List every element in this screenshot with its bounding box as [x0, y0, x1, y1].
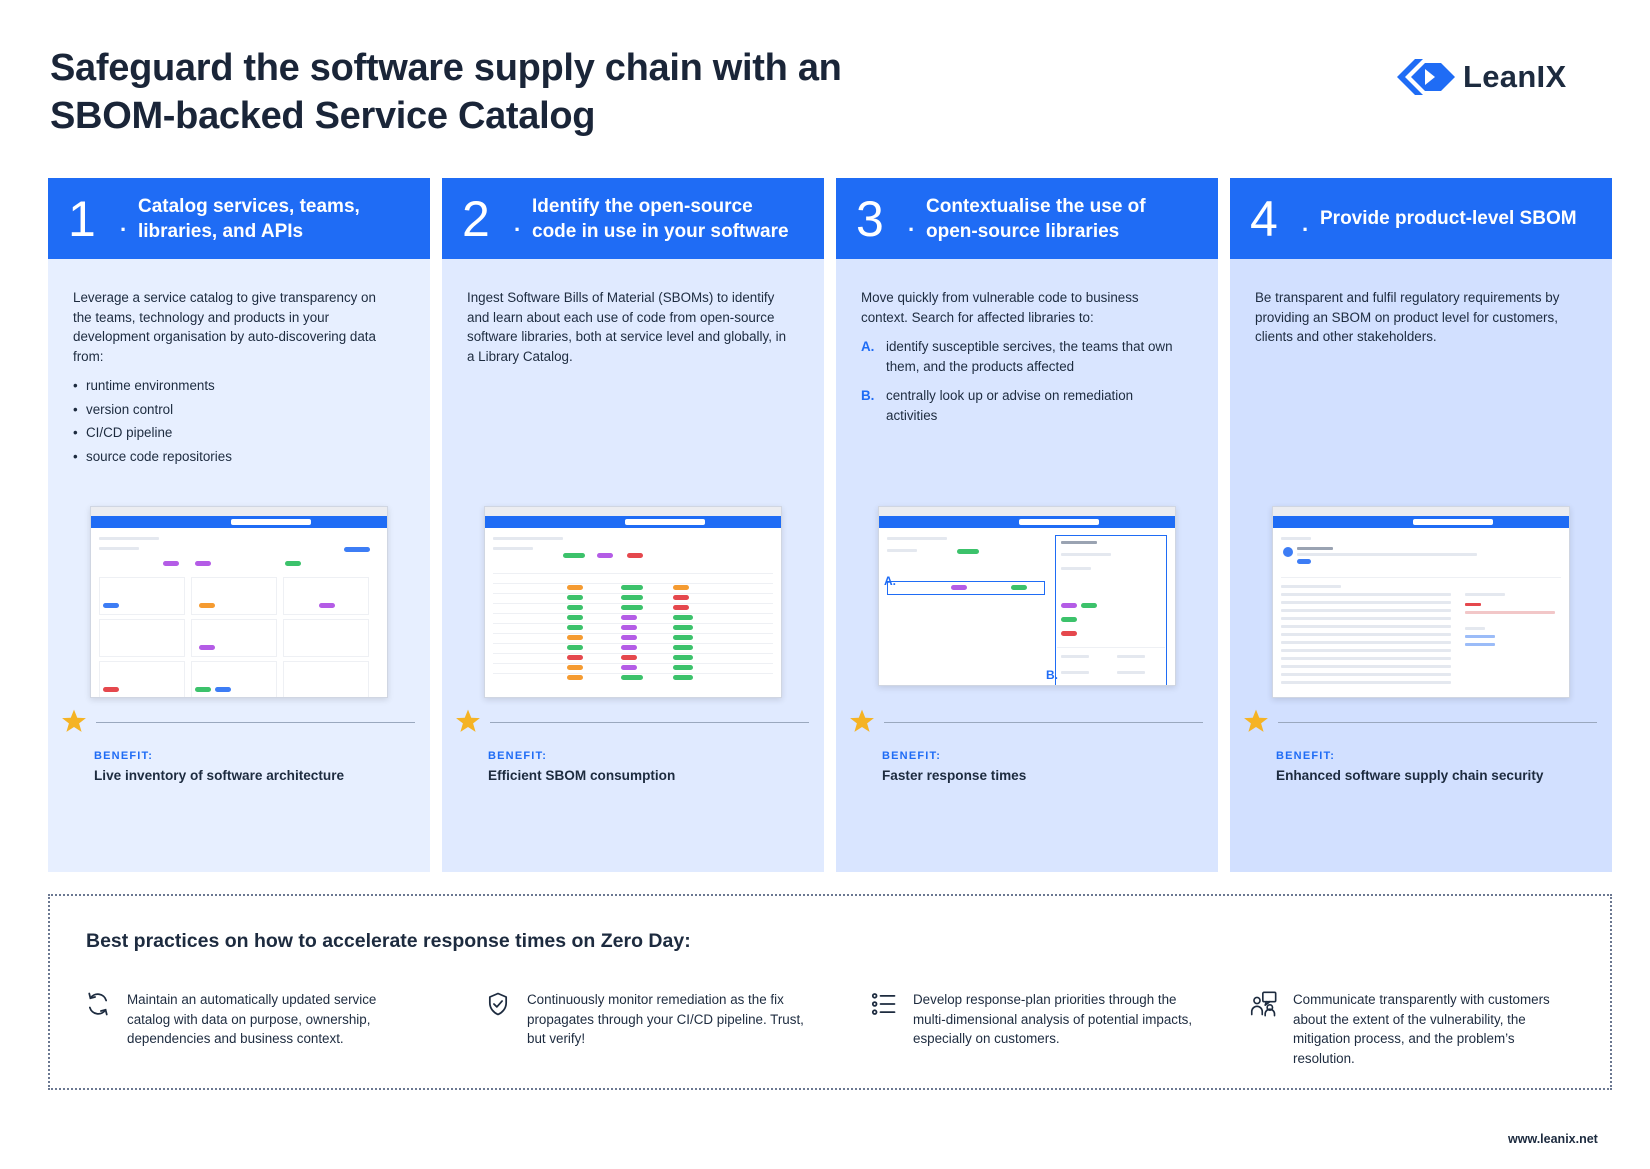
practice-item: Communicate transparently with customers… — [1250, 990, 1570, 1068]
column-header: 1 . Catalog services, teams, libraries, … — [48, 178, 430, 259]
benefit-text: Efficient SBOM consumption — [488, 768, 676, 783]
divider — [1278, 722, 1597, 723]
title-line-2: SBOM-backed Service Catalog — [50, 95, 596, 137]
library-catalog-screenshot — [484, 506, 782, 698]
benefit-text: Enhanced software supply chain security — [1276, 768, 1544, 783]
column-header: 4 . Provide product-level SBOM — [1230, 178, 1612, 259]
step-dot: . — [120, 211, 127, 236]
step-number: 4 — [1250, 190, 1278, 247]
divider — [490, 722, 809, 723]
step-dot: . — [514, 211, 521, 236]
step-number: 2 — [462, 190, 490, 247]
column-catalog: 1 . Catalog services, teams, libraries, … — [48, 178, 430, 872]
product-sbom-screenshot — [1272, 506, 1570, 698]
column-header: 3 . Contextualise the use of open-source… — [836, 178, 1218, 259]
benefit-label: BENEFIT: — [1276, 750, 1336, 762]
best-practices-title: Best practices on how to accelerate resp… — [86, 930, 691, 952]
divider — [96, 722, 415, 723]
column-header: 2 . Identify the open-source code in use… — [442, 178, 824, 259]
step-number: 1 — [68, 190, 96, 247]
source-list: runtime environments version control CI/… — [73, 376, 398, 466]
column-body: Be transparent and fulfil regulatory req… — [1255, 288, 1580, 357]
communication-icon — [1250, 991, 1277, 1017]
practice-item: Develop response-plan priorities through… — [870, 990, 1200, 1049]
practice-item: Maintain an automatically updated servic… — [84, 990, 414, 1049]
column-description: Leverage a service catalog to give trans… — [73, 290, 376, 364]
step-letter: A. — [861, 339, 875, 354]
leanix-logo-icon — [1397, 59, 1455, 95]
practice-text: Continuously monitor remediation as the … — [527, 992, 804, 1046]
refresh-icon — [88, 992, 108, 1016]
step-title: Contextualise the use of open-source lib… — [926, 195, 1146, 242]
column-product-sbom: 4 . Provide product-level SBOM Be transp… — [1230, 178, 1612, 872]
screenshot-label-a: A. — [884, 574, 896, 588]
column-body: Move quickly from vulnerable code to bus… — [861, 288, 1186, 435]
step-title: Provide product-level SBOM — [1320, 208, 1577, 229]
benefit-label: BENEFIT: — [488, 750, 548, 762]
list-item: B. centrally look up or advise on remedi… — [861, 386, 1186, 425]
leanix-logo: LeanIX — [1395, 55, 1595, 99]
star-icon — [62, 709, 86, 732]
step-number: 3 — [856, 190, 884, 247]
service-catalog-screenshot — [90, 506, 388, 698]
star-icon — [850, 709, 874, 732]
page-title: Safeguard the software supply chain with… — [50, 44, 930, 140]
list-item: A. identify susceptible sercives, the te… — [861, 337, 1186, 376]
step-text: centrally look up or advise on remediati… — [886, 388, 1134, 423]
logo-text: LeanIX — [1463, 59, 1567, 94]
divider — [884, 722, 1203, 723]
steps-columns: 1 . Catalog services, teams, libraries, … — [48, 178, 1612, 872]
practice-text: Communicate transparently with customers… — [1293, 992, 1550, 1066]
benefit-label: BENEFIT: — [94, 750, 154, 762]
star-icon — [456, 709, 480, 732]
column-contextualise: 3 . Contextualise the use of open-source… — [836, 178, 1218, 872]
benefit-label: BENEFIT: — [882, 750, 942, 762]
column-description: Be transparent and fulfil regulatory req… — [1255, 290, 1560, 344]
shield-check-icon — [488, 992, 508, 1016]
screenshot-label-b: B. — [1046, 668, 1058, 682]
list-item: version control — [73, 400, 398, 420]
list-item: source code repositories — [73, 447, 398, 467]
star-icon — [1244, 709, 1268, 732]
list-icon — [871, 993, 896, 1015]
step-text: identify susceptible sercives, the teams… — [886, 339, 1173, 374]
column-identify: 2 . Identify the open-source code in use… — [442, 178, 824, 872]
step-letter: B. — [861, 388, 875, 403]
practice-text: Maintain an automatically updated servic… — [127, 992, 377, 1046]
step-dot: . — [908, 211, 915, 236]
benefit-text: Live inventory of software architecture — [94, 768, 345, 783]
column-description: Move quickly from vulnerable code to bus… — [861, 290, 1139, 325]
website-link[interactable]: www.leanix.net — [1508, 1132, 1598, 1146]
step-title: Identify the open-source code in use in … — [532, 195, 789, 242]
practice-text: Develop response-plan priorities through… — [913, 992, 1193, 1046]
best-practices-box: Best practices on how to accelerate resp… — [48, 894, 1612, 1090]
benefit-text: Faster response times — [882, 768, 1027, 783]
step-title: Catalog services, teams, libraries, and … — [138, 195, 360, 242]
practice-item: Continuously monitor remediation as the … — [484, 990, 804, 1049]
list-item: runtime environments — [73, 376, 398, 396]
title-line-1: Safeguard the software supply chain with… — [50, 47, 842, 89]
column-description: Ingest Software Bills of Material (SBOMs… — [467, 290, 787, 364]
column-body: Ingest Software Bills of Material (SBOMs… — [467, 288, 792, 376]
list-item: CI/CD pipeline — [73, 423, 398, 443]
column-body: Leverage a service catalog to give trans… — [73, 288, 398, 470]
step-dot: . — [1302, 211, 1309, 236]
steps-list: A. identify susceptible sercives, the te… — [861, 337, 1186, 425]
library-detail-screenshot — [878, 506, 1176, 686]
